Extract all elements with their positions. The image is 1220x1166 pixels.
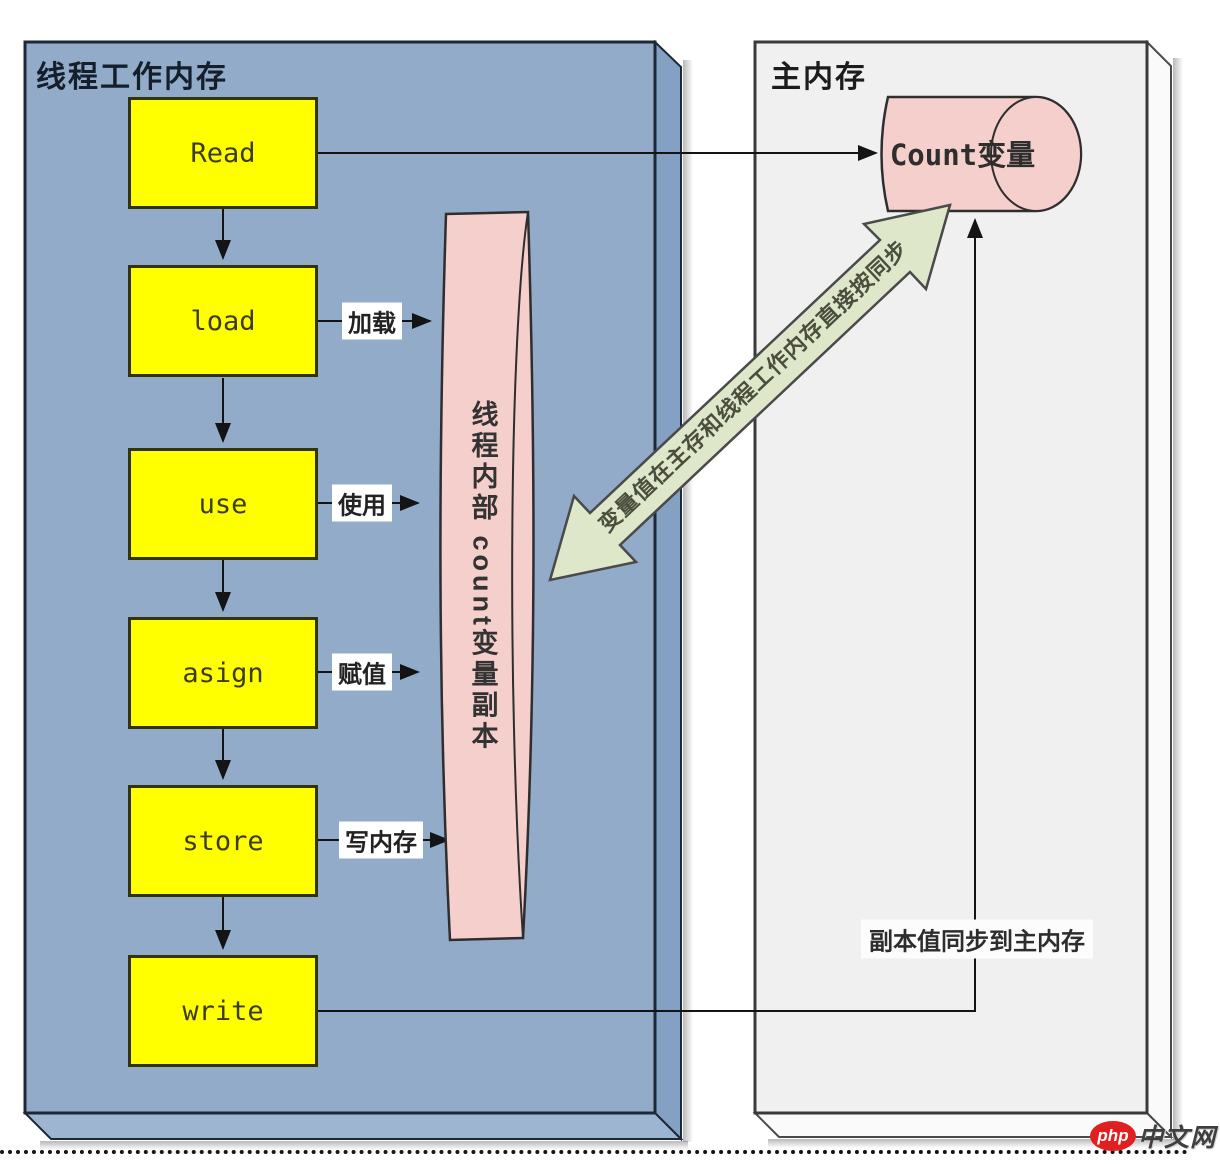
flow-box-use: use — [128, 448, 318, 560]
flow-box-read: Read — [128, 97, 318, 209]
left-panel-title: 线程工作内存 — [36, 61, 228, 94]
copy-cylinder-label-wrap: 线程内部 count变量副本 — [437, 212, 529, 940]
right-panel-shadow-right — [1173, 58, 1183, 1140]
flow-box-asign: asign — [128, 617, 318, 729]
arrow-label-asign: 赋值 — [332, 653, 392, 691]
flow-box-write: write — [128, 955, 318, 1067]
left-panel-shadow-right — [683, 60, 693, 1142]
sync-note: 副本值同步到主内存 — [861, 919, 1093, 959]
write-to-main-line — [318, 218, 983, 1012]
flow-box-store: store — [128, 785, 318, 897]
count-cylinder-cap — [990, 96, 1082, 212]
right-panel-side — [1146, 39, 1172, 1140]
arrow-label-store: 写内存 — [339, 821, 423, 859]
watermark: php 中文网 — [1090, 1118, 1216, 1154]
left-panel-shadow-bottom — [40, 1141, 688, 1150]
dotted-separator — [0, 1150, 1188, 1154]
sync-double-arrow — [548, 203, 952, 582]
arrow-label-load: 加载 — [342, 302, 402, 340]
php-badge: php — [1090, 1121, 1136, 1151]
count-cylinder-label: Count变量 — [889, 138, 1036, 172]
right-panel-title: 主内存 — [771, 61, 867, 94]
left-panel-side — [654, 39, 682, 1142]
right-panel-shadow-bottom — [768, 1139, 1180, 1148]
left-panel-bottom — [22, 1112, 684, 1140]
copy-cylinder-rim — [511, 211, 529, 939]
arrow-label-use: 使用 — [332, 484, 392, 522]
copy-cylinder-label: 线程内部 count变量副本 — [467, 399, 498, 753]
watermark-text: 中文网 — [1138, 1124, 1217, 1152]
flow-box-load: load — [128, 265, 318, 377]
